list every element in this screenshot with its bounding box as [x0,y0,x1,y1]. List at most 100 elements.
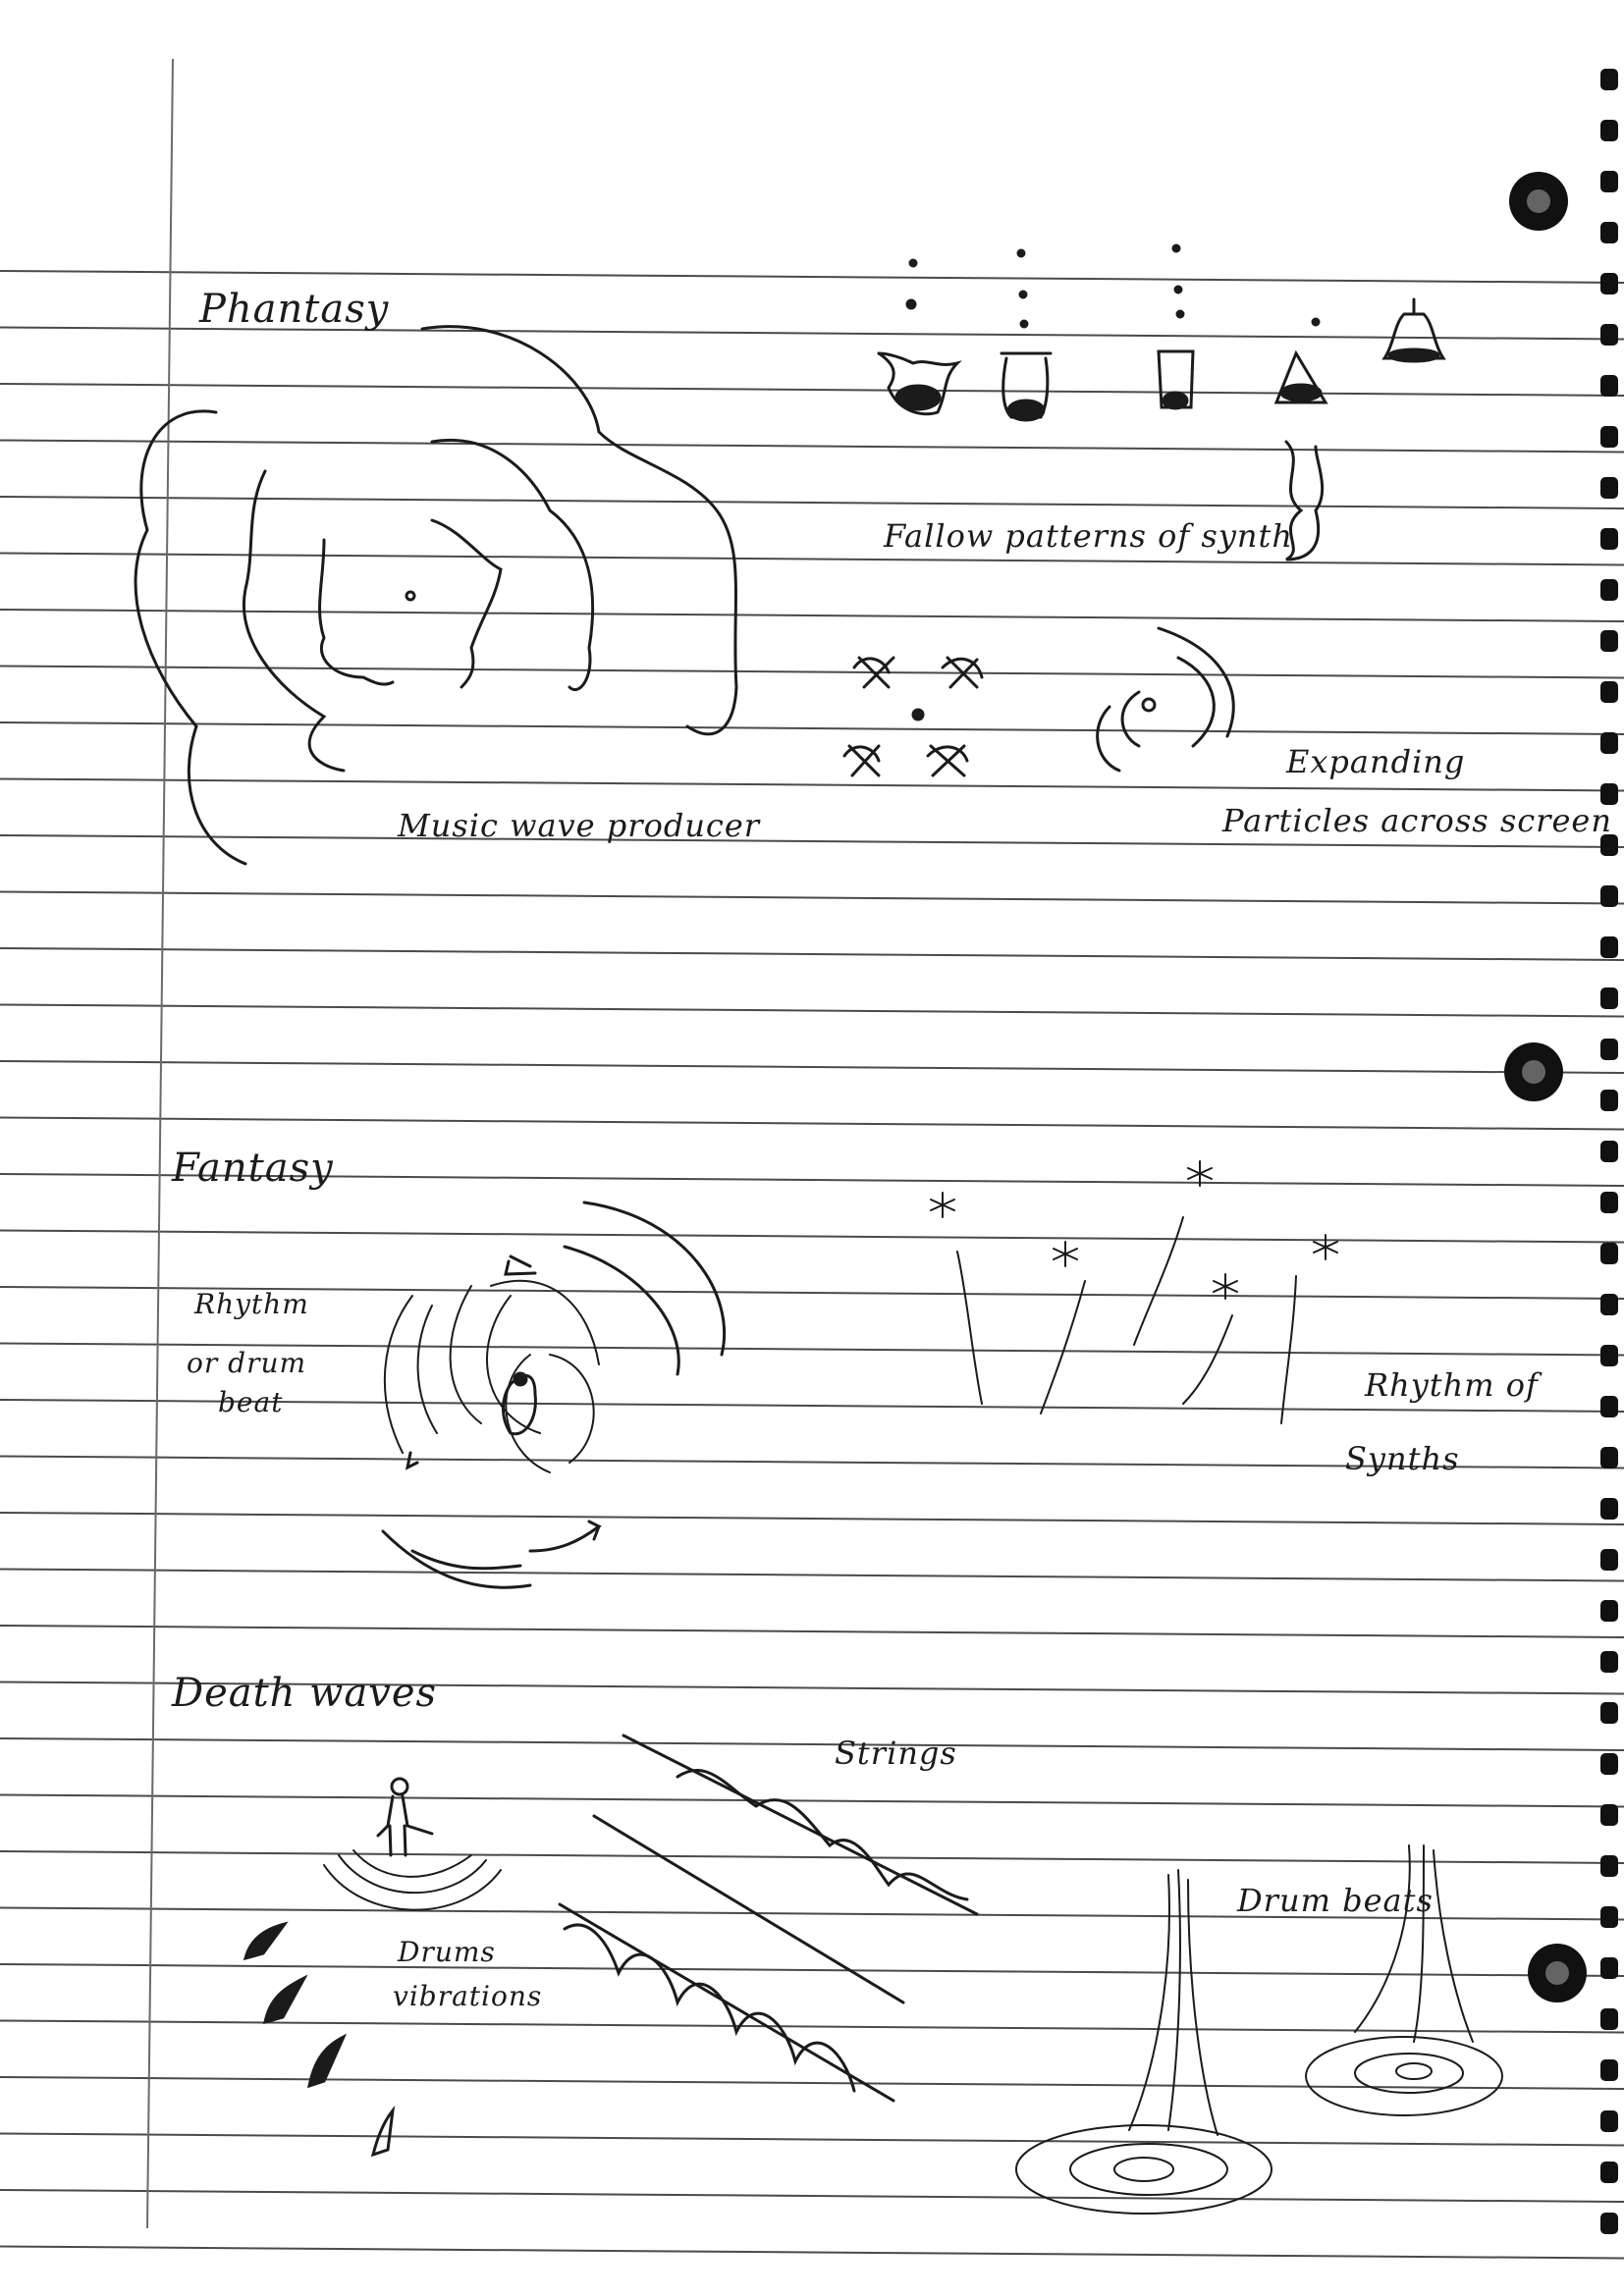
spiral-coil [1600,222,1618,243]
spiral-coil [1600,2162,1618,2183]
synth-stars-sketch [930,1160,1338,1424]
ruled-line [0,383,1624,397]
spiral-coil [1600,1192,1618,1213]
spiral-coil [1600,171,1618,192]
spiral-coil [1600,1396,1618,1417]
ruled-line [0,1568,1624,1582]
ruled-line [0,1003,1624,1018]
ruled-line [0,1229,1624,1244]
ruled-line [0,1793,1624,1808]
caption-music-wave-producer: Music wave producer [398,807,761,844]
ruled-line [0,1906,1624,1921]
strings-sketch [558,1734,979,2103]
caption-rhythm: Rhythm [194,1288,309,1320]
punch-hole-bottom [1528,1944,1587,2002]
drum-beats-sketch [1015,1844,1503,2215]
spiral-coil [1600,2213,1618,2234]
ruled-line [0,2132,1624,2147]
spiral-coil [1600,1651,1618,1673]
caption-beat: beat [218,1386,284,1418]
spiral-coil [1600,1549,1618,1571]
ruled-line [0,1399,1624,1413]
spiral-coil [1600,988,1618,1009]
caption-expanding: Expanding [1286,743,1466,780]
spiral-coil [1600,1090,1618,1111]
ruled-line [0,1116,1624,1131]
spiral-coil [1600,1600,1618,1622]
spiral-binding [1600,69,1618,2234]
spiral-coil [1600,579,1618,601]
caption-particles-across-screen: Particles across screen [1222,802,1612,839]
ruled-line [0,1681,1624,1695]
rhythm-drum-sketch [381,1201,727,1589]
spiral-coil [1600,936,1618,958]
caption-drums: Drums [398,1936,496,1968]
ruled-line [0,1173,1624,1187]
spiral-coil [1600,2110,1618,2132]
ruled-line [0,890,1624,905]
spiral-coil [1600,2059,1618,2081]
spiral-coil [1600,324,1618,346]
caption-strings: Strings [835,1735,957,1772]
spiral-coil [1600,426,1618,448]
caption-synths: Synths [1345,1440,1460,1477]
spiral-coil [1600,1906,1618,1928]
spiral-coil [1600,375,1618,397]
section-heading-fantasy: Fantasy [172,1146,334,1191]
ruled-line [0,2076,1624,2090]
punch-hole-middle [1504,1042,1563,1101]
spiral-coil [1600,1243,1618,1264]
ruled-line [0,326,1624,341]
ruled-line [0,834,1624,848]
caption-vibrations: vibrations [393,1980,543,2012]
section-heading-death-waves: Death waves [172,1671,438,1716]
spiral-coil [1600,681,1618,703]
ruled-line [0,1963,1624,1977]
ruled-line [0,1342,1624,1357]
ruled-line [0,1625,1624,1638]
spiral-coil [1600,885,1618,907]
spiral-coil [1600,1447,1618,1468]
ruled-line [0,1737,1624,1751]
spiral-coil [1600,1957,1618,1979]
ruled-line [0,2245,1624,2260]
spiral-coil [1600,1141,1618,1162]
ruled-line [0,777,1624,792]
caption-fallow-patterns: Fallow patterns of synth [884,517,1293,555]
expanding-particles-sketch [842,626,1235,777]
ruled-line [0,721,1624,735]
ruled-line [0,1060,1624,1074]
punch-hole-top [1509,172,1568,231]
spiral-coil [1600,732,1618,754]
spiral-coil [1600,834,1618,856]
spiral-coil [1600,2008,1618,2030]
ruled-line [0,1850,1624,1864]
section-heading-phantasy: Phantasy [199,287,390,332]
margin-line [146,58,174,2229]
falling-vessels-sketch [877,243,1446,561]
spiral-coil [1600,1345,1618,1366]
figure-and-meteors-sketch [243,1777,502,2158]
ruled-line [0,609,1624,622]
caption-rhythm-of: Rhythm of [1365,1366,1539,1404]
ruled-line [0,2019,1624,2034]
ruled-line [0,2189,1624,2203]
spiral-coil [1600,630,1618,652]
ruled-line [0,552,1624,566]
ruled-line [0,1286,1624,1300]
wave-producer-sketch [134,325,738,866]
spiral-coil [1600,273,1618,294]
ruled-line [0,665,1624,679]
spiral-coil [1600,69,1618,90]
spiral-coil [1600,477,1618,499]
spiral-coil [1600,783,1618,805]
spiral-coil [1600,1294,1618,1315]
spiral-coil [1600,1804,1618,1826]
ruled-line [0,270,1624,284]
spiral-coil [1600,1039,1618,1060]
spiral-coil [1600,528,1618,550]
spiral-coil [1600,1702,1618,1724]
ruled-line [0,439,1624,454]
spiral-coil [1600,120,1618,141]
